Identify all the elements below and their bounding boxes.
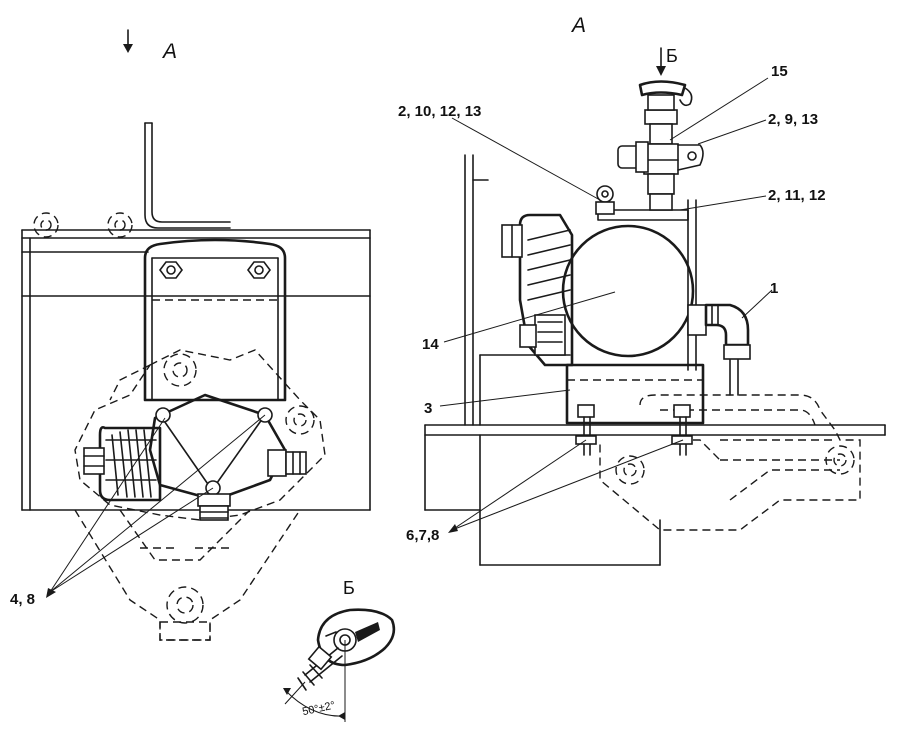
callout-15: 15 — [771, 63, 788, 80]
nut-right — [247, 261, 271, 279]
callout-3: 3 — [424, 400, 432, 417]
finned-heater — [518, 213, 574, 367]
valve-block — [148, 393, 287, 502]
detail-cap-outline — [316, 608, 396, 667]
callout-2-9-13: 2, 9, 13 — [768, 111, 818, 128]
dryer-body — [143, 238, 287, 402]
leader-1 — [741, 289, 773, 319]
hidden-lower-frame — [74, 509, 301, 641]
leader-6-7-8-b — [451, 439, 684, 531]
leader-2-11-12 — [679, 195, 767, 211]
view-b-detail-label: Б — [343, 578, 355, 598]
hidden-bracket — [74, 349, 326, 521]
hidden-frame — [599, 394, 861, 531]
drain-valve — [199, 505, 229, 521]
view-b-arrow-head — [656, 66, 666, 76]
leader-4-8-c — [49, 487, 214, 593]
view-a-right-label: A — [570, 14, 586, 37]
mount-bracket — [565, 363, 705, 425]
leader-4-8-b — [49, 414, 266, 593]
leader-2-10-12-13 — [451, 117, 601, 201]
valve-knob — [638, 80, 687, 97]
callout-2-11-12: 2, 11, 12 — [768, 187, 826, 204]
hidden-hole — [33, 212, 59, 238]
rod-inner — [151, 122, 231, 223]
leader-15 — [669, 77, 769, 141]
left-view — [21, 29, 371, 641]
leader-3 — [439, 389, 571, 407]
leader-4-8-a — [49, 417, 166, 593]
detail-wing — [355, 622, 380, 642]
leader-14 — [443, 291, 616, 343]
side-fitting — [285, 451, 307, 475]
callout-4-8: 4, 8 — [10, 591, 35, 608]
dryer-cylinder — [561, 224, 695, 358]
leader-6-7-8-a — [451, 439, 587, 531]
heater-connector — [83, 447, 105, 475]
valve-body — [643, 143, 679, 175]
nut-left — [159, 261, 183, 279]
callout-14: 14 — [422, 336, 439, 353]
callout-1: 1 — [770, 280, 778, 297]
rod — [144, 122, 231, 229]
detail-view-b — [283, 608, 396, 722]
heater-housing — [98, 426, 162, 502]
callout-2-10-12-13: 2, 10, 12, 13 — [398, 103, 481, 120]
view-arrow-head — [123, 44, 133, 53]
leader-2-9-13 — [697, 119, 767, 145]
callout-6-7-8: 6,7,8 — [406, 527, 439, 544]
view-a-left-label: A — [161, 40, 177, 63]
view-b-arrow-label: Б — [666, 46, 678, 66]
right-view — [424, 47, 886, 566]
